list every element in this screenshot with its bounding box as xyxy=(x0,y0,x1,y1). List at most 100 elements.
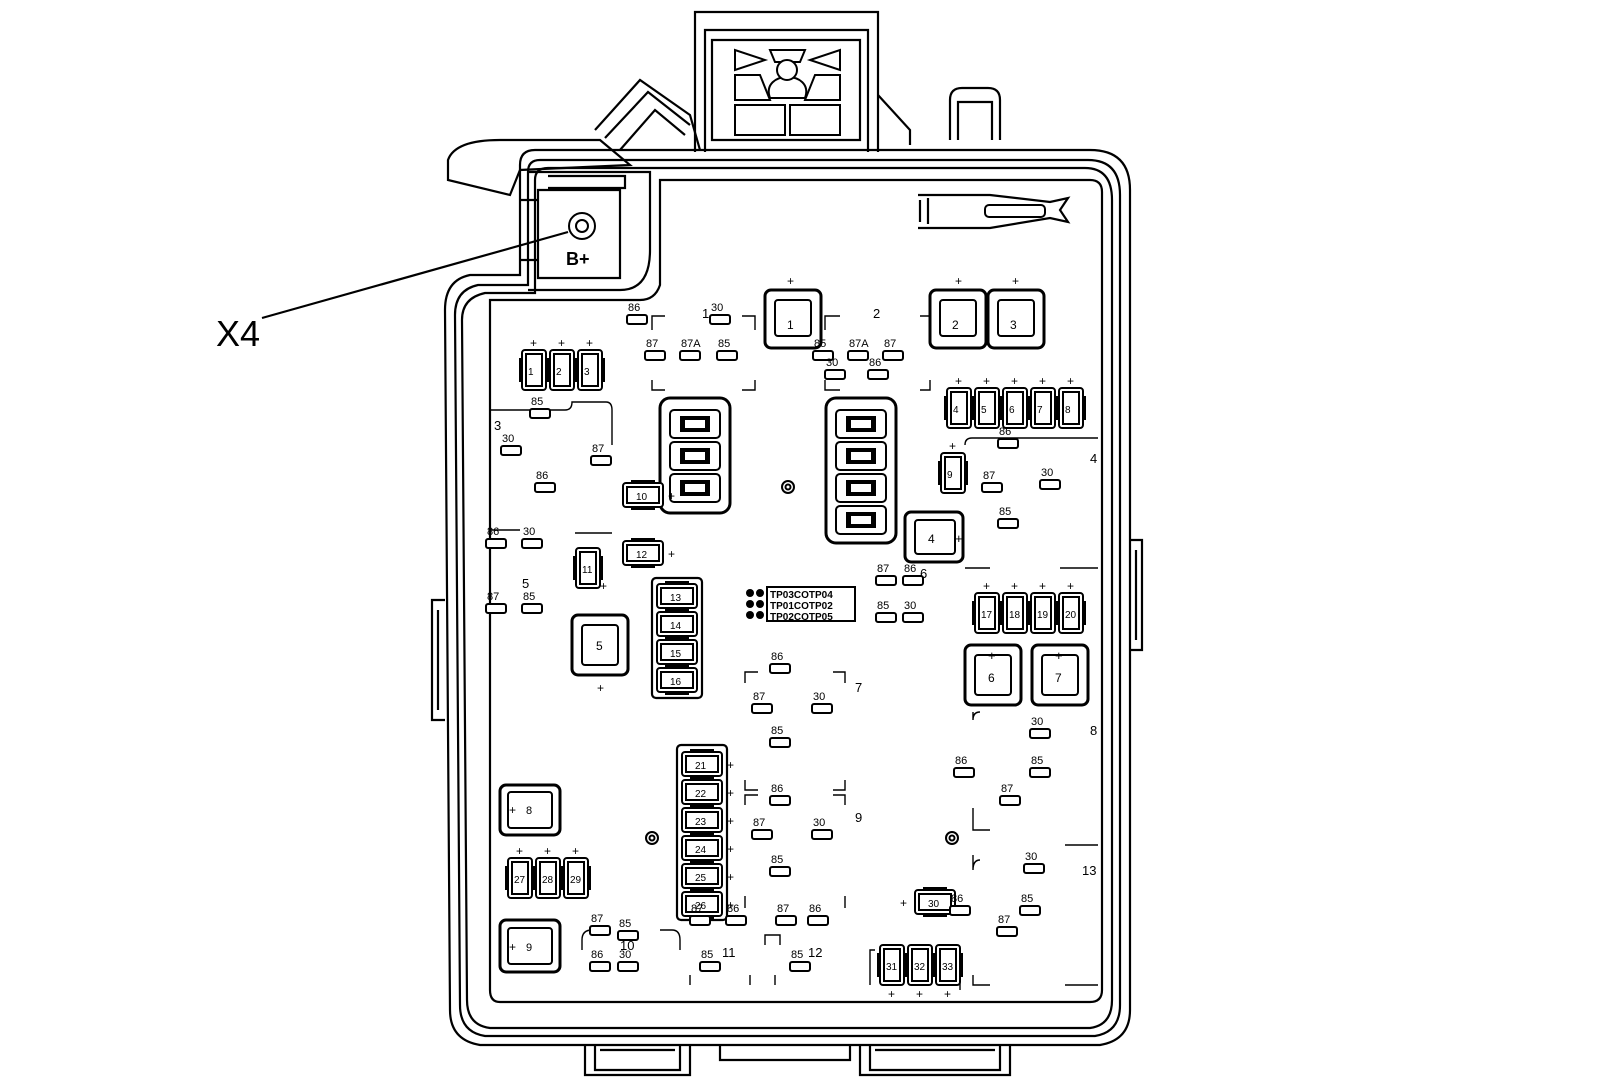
fuse-number: 6 xyxy=(1009,405,1015,416)
pin-label: 86 xyxy=(727,903,739,915)
fuse-12: 12+ xyxy=(622,538,675,568)
fuse-19: 19+ xyxy=(1028,579,1058,634)
plus-sign: + xyxy=(1067,374,1074,388)
relay-9-pin-30: 30 xyxy=(811,817,833,840)
relay-8-pin-86: 86 xyxy=(953,755,975,778)
svg-text:+: + xyxy=(955,531,963,546)
pin-label: 30 xyxy=(1031,716,1043,728)
pin-label: 85 xyxy=(1031,755,1043,767)
pin-label: 87 xyxy=(884,338,896,350)
pin-label: 85 xyxy=(718,338,730,350)
svg-text:+: + xyxy=(955,274,962,288)
pin-label: 86 xyxy=(628,302,640,314)
relay-4-pin-30: 30 xyxy=(1039,467,1061,490)
pin-label: 86 xyxy=(809,903,821,915)
pin-label: 30 xyxy=(711,302,723,314)
big-relay-1: 1 + xyxy=(763,274,823,350)
plus-sign: + xyxy=(586,336,593,350)
fuse-number: 11 xyxy=(582,565,593,576)
pin-label: 87 xyxy=(998,914,1010,926)
relay-6-pin-87: 87 xyxy=(875,563,897,586)
relay-10-pin-30: 30 xyxy=(617,949,639,972)
relay-group-number-7: 7 xyxy=(855,680,862,695)
fuse-22: 22+ xyxy=(681,777,734,807)
big-relay-4: 4 + xyxy=(903,510,965,564)
fuse-puller xyxy=(918,193,1071,230)
svg-text:+: + xyxy=(988,648,996,663)
relay-11-pin-87: 87 xyxy=(689,903,711,926)
plus-sign: + xyxy=(888,987,895,1001)
callout-leader-line xyxy=(261,230,569,320)
callout-label-x4: X4 xyxy=(216,313,260,354)
plus-sign: + xyxy=(544,844,551,858)
fuse-number: 9 xyxy=(947,470,953,481)
svg-text:+: + xyxy=(1055,648,1063,663)
fuse-9: 9+ xyxy=(938,439,968,494)
fuse-16: 16 xyxy=(656,665,698,695)
relay-7-pin-87: 87 xyxy=(751,691,773,714)
fuse-number: 12 xyxy=(636,550,648,561)
relay-group-number-9: 9 xyxy=(855,810,862,825)
pin-label: 30 xyxy=(813,691,825,703)
relay-8-pin-85: 85 xyxy=(1029,755,1051,778)
svg-text:9: 9 xyxy=(526,942,532,954)
relay-8-pin-30: 30 xyxy=(1029,716,1051,739)
pin-label: 87 xyxy=(983,470,995,482)
svg-text:+: + xyxy=(509,940,516,954)
relay-group-number-2: 2 xyxy=(873,306,880,321)
plus-sign: + xyxy=(558,336,565,350)
plus-sign: + xyxy=(572,844,579,858)
relay-10-pin-85: 85 xyxy=(617,918,639,941)
pin-label: 86 xyxy=(487,526,499,538)
x4-callout: X4 B+ xyxy=(216,230,590,354)
svg-text:+: + xyxy=(1012,274,1019,288)
pin-label: 86 xyxy=(771,651,783,663)
maxi-fuse-block-right xyxy=(824,396,898,545)
plus-sign: + xyxy=(727,758,734,772)
svg-text:TP01COTP02: TP01COTP02 xyxy=(770,601,833,612)
pin-label: 86 xyxy=(955,755,967,767)
fuse-number: 28 xyxy=(542,875,554,886)
pin-label: 85 xyxy=(771,854,783,866)
relay-7-pin-86: 86 xyxy=(769,651,791,674)
fuse-number: 3 xyxy=(584,367,590,378)
big-relay-2: 2 + xyxy=(928,274,988,350)
fuse-7: 7+ xyxy=(1028,374,1058,429)
relay-group-number-6: 6 xyxy=(920,566,927,581)
fuse-number: 16 xyxy=(670,677,682,688)
fuse-number: 13 xyxy=(670,593,682,604)
relay-4-pin-86: 86 xyxy=(997,426,1019,449)
pin-label: 85 xyxy=(523,591,535,603)
relay-13-pin-30: 30 xyxy=(1023,851,1045,874)
plus-sign: + xyxy=(1067,579,1074,593)
relay-6-pin-30: 30 xyxy=(902,600,924,623)
svg-text:+: + xyxy=(597,681,604,695)
mounting-holes xyxy=(645,480,959,845)
pin-label: 87 xyxy=(487,591,499,603)
plus-sign: + xyxy=(516,844,523,858)
relay-10-pin-87: 87 xyxy=(589,913,611,936)
svg-text:6: 6 xyxy=(988,671,995,685)
big-relay-5: 5 + xyxy=(570,613,630,695)
pin-label: 87 xyxy=(753,817,765,829)
pin-label: 87 xyxy=(877,563,889,575)
pin-label: 87 xyxy=(753,691,765,703)
fuse-21: 21+ xyxy=(681,749,734,779)
fuse-number: 10 xyxy=(636,492,648,503)
fuse-30: 30 xyxy=(914,887,956,917)
pin-label: 86 xyxy=(999,426,1011,438)
relay-3-pin-85: 85 xyxy=(529,396,551,419)
relay-8-pin-87: 87 xyxy=(999,783,1021,806)
relay-5-pin-87: 87 xyxy=(485,591,507,614)
fuse-number: 27 xyxy=(514,875,526,886)
fuse-number: 8 xyxy=(1065,405,1071,416)
relay-5-pin-30: 30 xyxy=(521,526,543,549)
fuse-11: 11 xyxy=(573,547,603,589)
pin-label: 85 xyxy=(771,725,783,737)
plus-sign: + xyxy=(944,987,951,1001)
housing xyxy=(430,10,1144,1077)
plus-sign: + xyxy=(1011,579,1018,593)
relay-group-number-1: 1 xyxy=(702,306,709,321)
relay-3-pin-30: 30 xyxy=(500,433,522,456)
